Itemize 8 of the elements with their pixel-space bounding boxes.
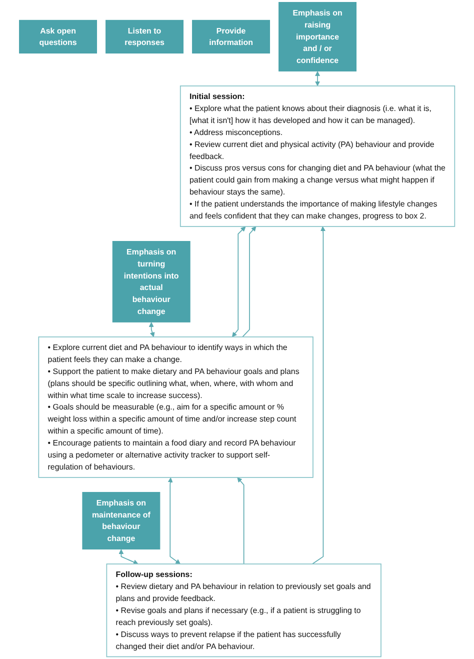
arrow bbox=[168, 477, 180, 564]
arrow bbox=[312, 226, 326, 564]
arrow bbox=[315, 71, 320, 86]
arrow bbox=[232, 226, 246, 338]
arrow bbox=[242, 226, 256, 338]
arrow bbox=[118, 549, 138, 564]
arrow bbox=[148, 322, 155, 338]
arrow bbox=[237, 477, 244, 564]
